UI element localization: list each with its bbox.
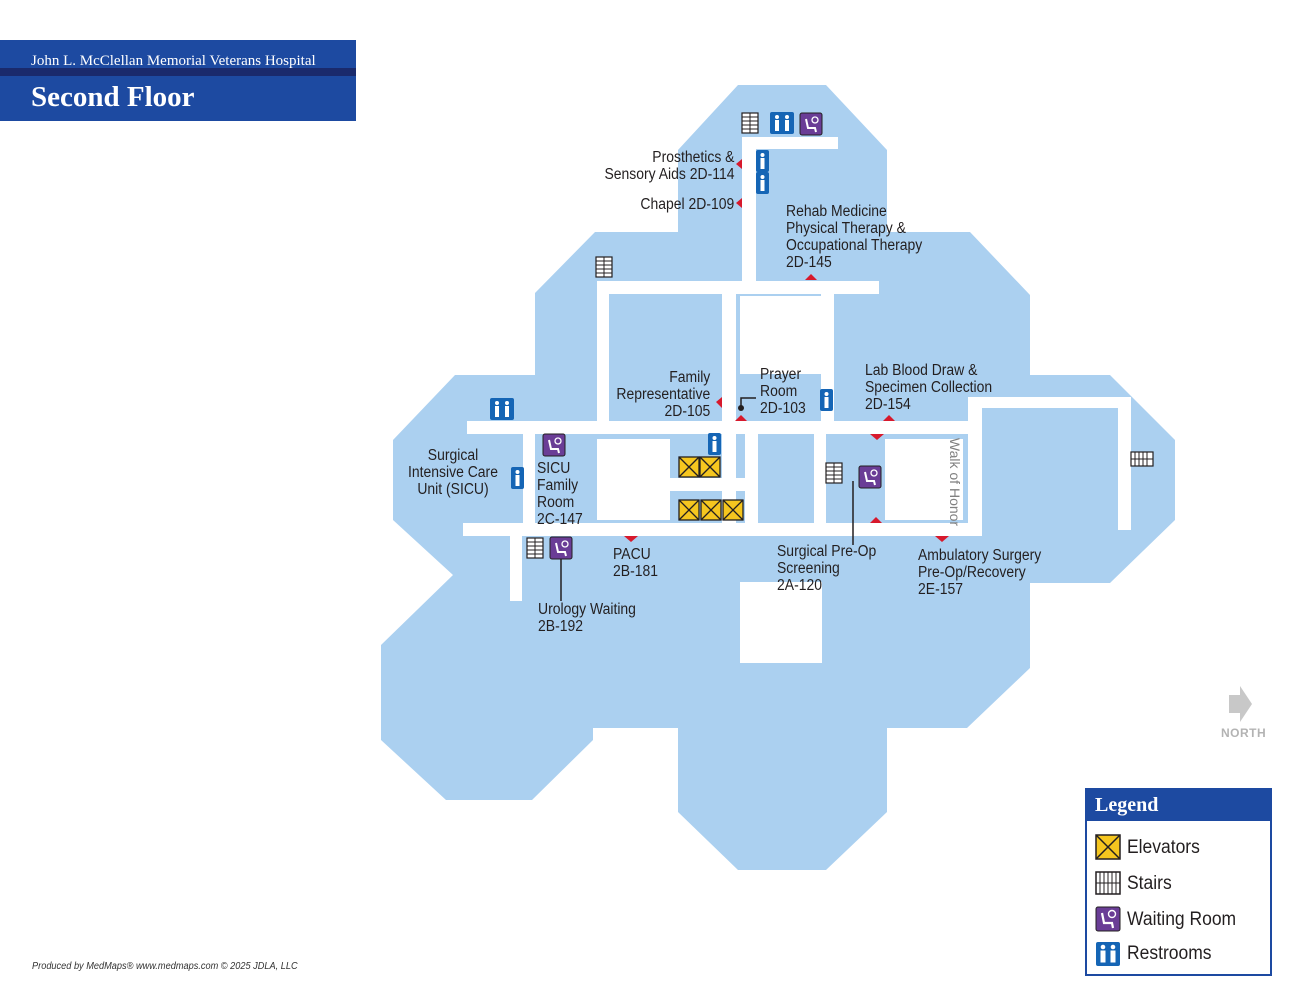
floor-plate <box>381 85 1175 870</box>
header-stripe <box>0 68 356 76</box>
north-label: NORTH <box>1221 726 1267 740</box>
legend-item-restrooms: Restrooms <box>1127 943 1212 964</box>
waiting-room-icon <box>542 433 566 457</box>
leader-lines <box>560 397 854 601</box>
hospital-name: John L. McClellan Memorial Veterans Hosp… <box>31 53 316 69</box>
walk-of-honor-label: Walk of Honor <box>947 437 963 527</box>
waiting-room-icon <box>549 536 573 560</box>
label-chapel: Chapel 2D-109 <box>640 196 734 213</box>
stairs-icon <box>1130 451 1154 467</box>
restroom-icon <box>820 389 833 411</box>
elevator-icon <box>678 456 700 478</box>
restroom-icon <box>1096 942 1120 966</box>
header-banner <box>0 40 356 121</box>
elevator-icon <box>722 499 744 521</box>
waiting-room-icon <box>799 112 823 136</box>
restroom-icon <box>490 398 514 420</box>
corridors <box>463 137 1131 663</box>
restroom-icon <box>708 433 721 455</box>
elevator-icon <box>678 499 700 521</box>
elevator-icon <box>1095 834 1121 860</box>
stairs-icon <box>526 537 544 559</box>
entrance-markers <box>624 159 949 542</box>
elevator-icon <box>700 499 722 521</box>
legend-header: Legend <box>1087 790 1270 821</box>
label-prosthetics: Prosthetics &Sensory Aids 2D-114 <box>603 149 734 183</box>
legend-item-waiting-room: Waiting Room <box>1127 909 1237 930</box>
stairs-icon <box>825 462 843 484</box>
elevator-icon <box>699 456 721 478</box>
restroom-icon <box>770 112 794 134</box>
waiting-room-icon <box>858 465 882 489</box>
legend: Legend Elevators Stairs Waiting Room Res… <box>1085 788 1272 976</box>
stairs-icon <box>741 112 759 134</box>
stairs-icon <box>595 256 613 278</box>
restroom-icon <box>756 172 769 194</box>
north-arrow-icon <box>1229 686 1252 722</box>
legend-item-elevators: Elevators <box>1127 837 1200 858</box>
floor-title: Second Floor <box>31 81 195 113</box>
credits: Produced by MedMaps® www.medmaps.com © 2… <box>32 961 298 972</box>
legend-title: Legend <box>1095 794 1159 816</box>
stairs-icon <box>1095 871 1121 895</box>
restroom-icon <box>511 467 524 489</box>
restroom-icon <box>756 150 769 172</box>
legend-item-stairs: Stairs <box>1127 873 1172 894</box>
waiting-room-icon <box>1095 906 1121 932</box>
